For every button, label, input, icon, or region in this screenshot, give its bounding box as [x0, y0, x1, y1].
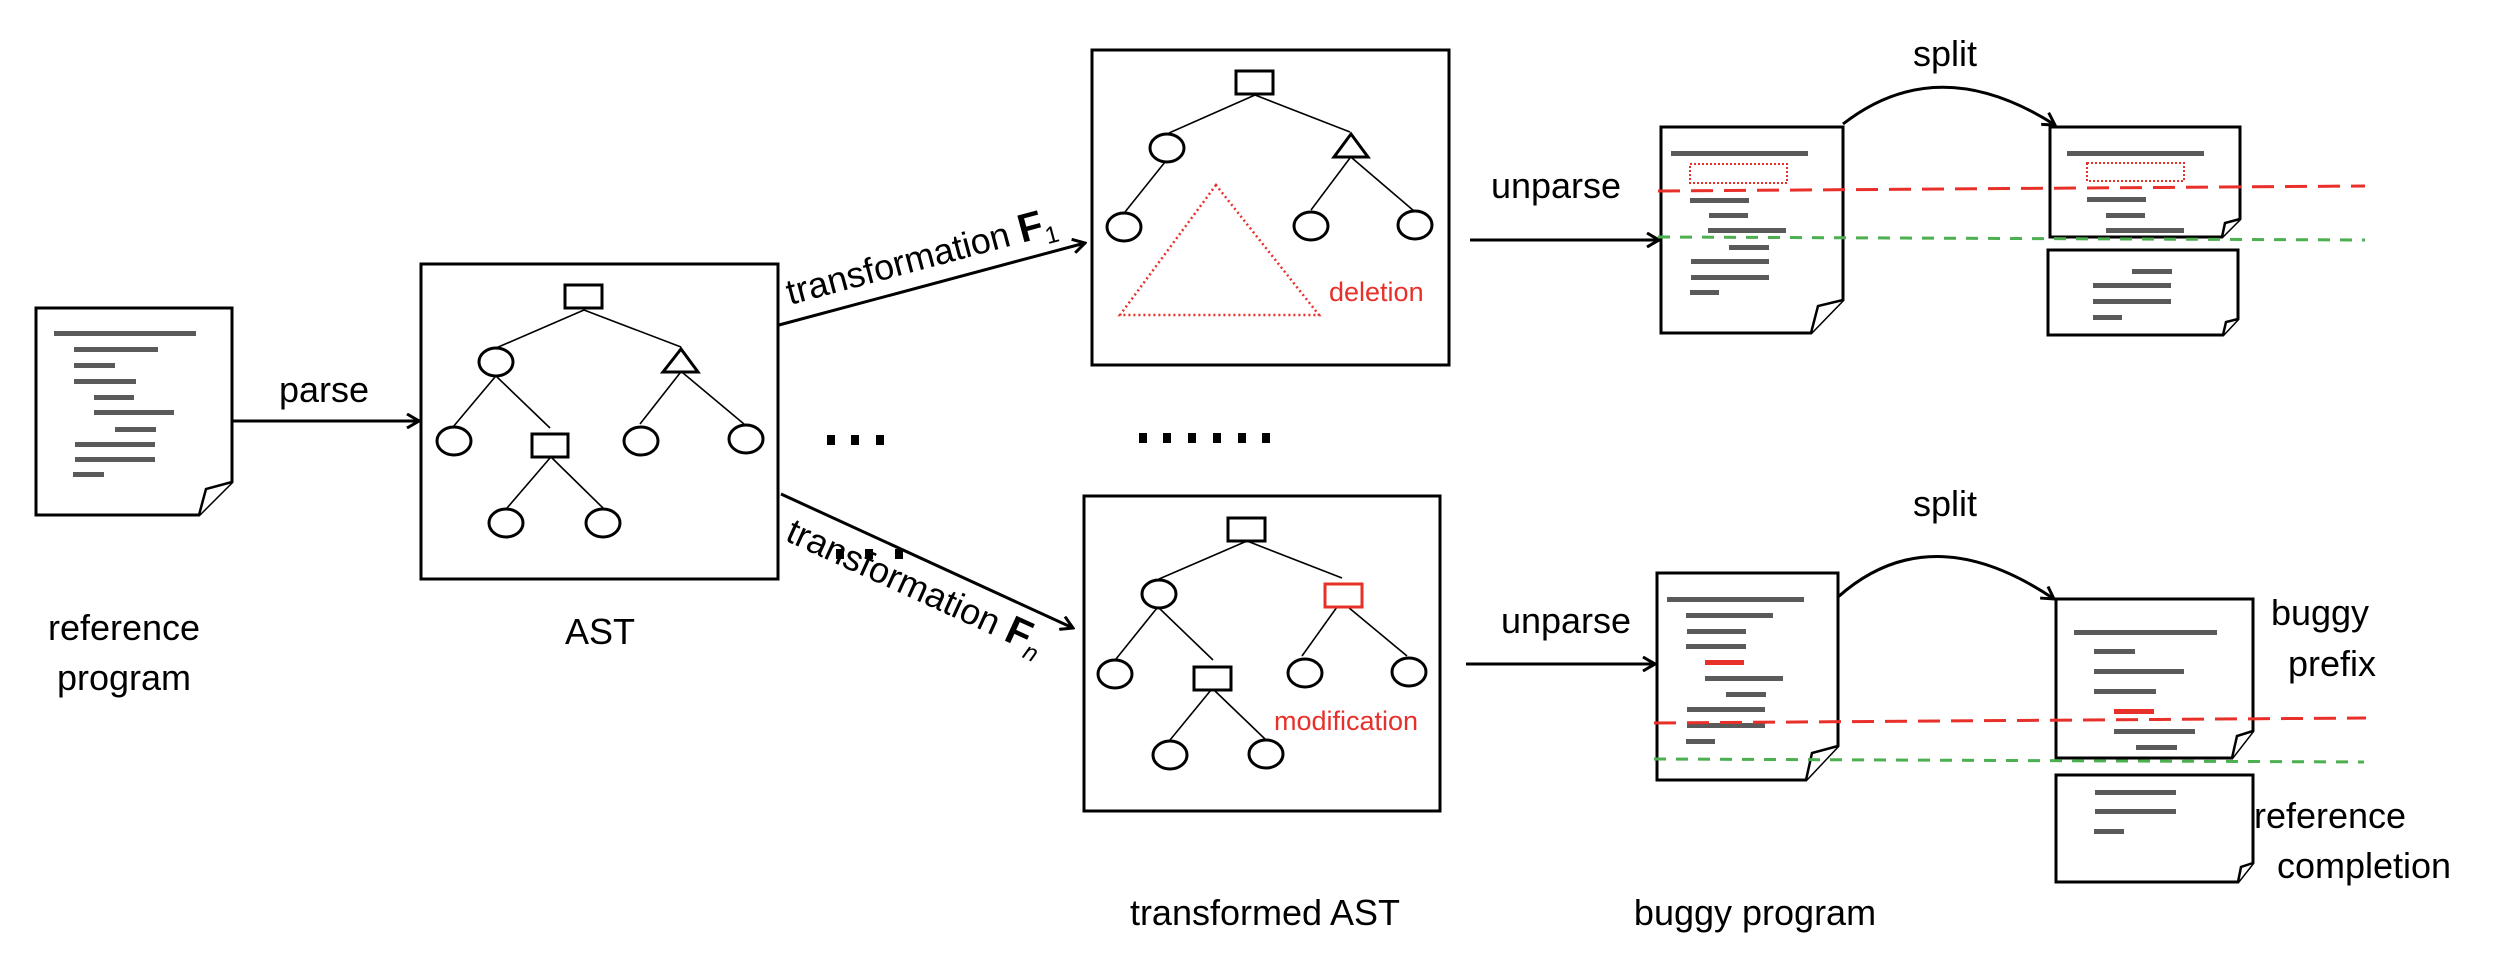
ast-node [727, 423, 765, 455]
reference-completion-document-bottom [2054, 773, 2255, 884]
ast-label: AST [565, 611, 635, 652]
buggy-program-label: buggy program [1634, 892, 1876, 933]
ast-box [419, 262, 780, 581]
ast-node [1105, 211, 1143, 243]
buggy-split-line-top [1657, 184, 2366, 193]
reference-completion-label-2: completion [2277, 845, 2451, 886]
ast-node [1151, 739, 1189, 771]
modified-code-line [2114, 709, 2154, 714]
deletion-label: deletion [1329, 277, 1424, 307]
transformed-ast-deletion-box: deletion [1090, 48, 1451, 367]
ast-node [1247, 738, 1285, 770]
reference-completion-label: reference [2254, 795, 2406, 836]
ast-node [1390, 656, 1428, 688]
split-label-bottom: split [1913, 483, 1977, 524]
buggy-prefix-label-2: prefix [2288, 643, 2376, 684]
parse-label: parse [279, 369, 369, 410]
deleted-code-marker [1689, 163, 1788, 184]
ast-node [1292, 210, 1330, 242]
ast-root-node [1226, 516, 1267, 543]
buggy-program-document-top [1659, 125, 1845, 335]
split-label-top: split [1913, 33, 1977, 74]
code-lines [54, 331, 196, 477]
transformation-fn-label: transformation Fn [778, 508, 1051, 668]
ast-root-node [1234, 69, 1275, 96]
transformed-ast-label: transformed AST [1130, 892, 1400, 933]
deleted-subtree-marker [1117, 182, 1322, 317]
ast-node [584, 507, 622, 539]
ast-node [1140, 578, 1178, 610]
transformation-fn-arrow [780, 492, 1073, 628]
ast-node [622, 425, 660, 457]
reference-program-label-2: program [57, 657, 191, 698]
completion-split-line-bottom [1653, 757, 2365, 764]
ast-node [1286, 657, 1324, 689]
buggy-split-line-bottom [1653, 716, 2367, 725]
ast-node [1192, 665, 1233, 692]
ellipsis-dots-right [1139, 433, 1270, 443]
ast-node [530, 432, 570, 459]
buggy-prefix-document-bottom [2054, 597, 2255, 760]
buggy-prefix-document-top [2048, 125, 2242, 239]
reference-program-label: reference [48, 607, 200, 648]
transformation-f1-arrow [778, 243, 1085, 327]
ast-node [1396, 209, 1434, 241]
ast-node [477, 346, 515, 378]
split-arrow-bottom [1837, 555, 2054, 599]
split-arrow-top [1842, 85, 2055, 125]
unparse-label-bottom: unparse [1501, 600, 1631, 641]
ast-node [1148, 132, 1186, 164]
unparse-label-top: unparse [1491, 165, 1621, 206]
ast-triangle-node [659, 346, 701, 374]
modified-node [1323, 582, 1364, 609]
buggy-program-document-bottom [1655, 571, 1840, 782]
transformation-f1-label: transformation F1 [781, 199, 1062, 318]
ast-root-node [563, 283, 604, 310]
ast-tree [435, 283, 765, 539]
ast-triangle-node [1331, 131, 1371, 159]
ast-node [1096, 658, 1134, 690]
reference-completion-document-top [2046, 248, 2240, 337]
modified-code-line [1705, 660, 1744, 665]
ellipsis-dots-left [827, 435, 884, 445]
modification-label: modification [1274, 706, 1418, 736]
deleted-code-marker [2086, 162, 2185, 182]
completion-split-line-top [1657, 235, 2366, 242]
transformed-ast-modification-box: modification [1082, 494, 1442, 813]
buggy-prefix-label: buggy [2271, 592, 2369, 633]
reference-program-document [34, 306, 234, 517]
ast-node [487, 507, 525, 539]
ast-node [435, 425, 473, 457]
ellipsis-dots-on-arrow [836, 549, 903, 559]
